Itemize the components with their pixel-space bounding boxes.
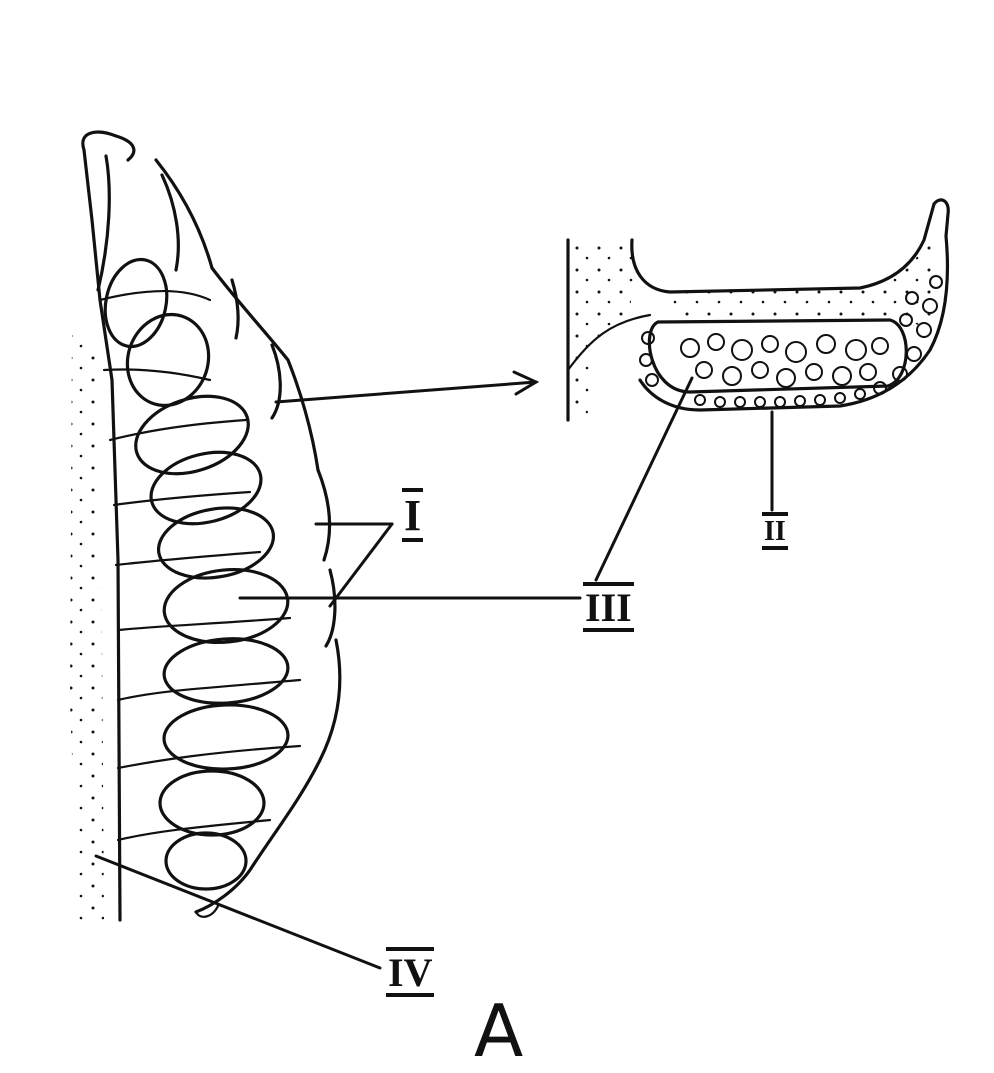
longitudinal-section bbox=[70, 130, 342, 925]
label-II: II bbox=[762, 512, 788, 550]
label-IV: IV bbox=[386, 947, 435, 997]
arrow-head bbox=[512, 370, 540, 396]
leader-lines bbox=[94, 376, 774, 970]
label-I: I bbox=[402, 488, 424, 542]
label-III: III bbox=[583, 582, 634, 632]
spores bbox=[680, 333, 889, 388]
enlarged-sporophyll bbox=[566, 198, 950, 422]
wall-cells bbox=[639, 275, 943, 408]
panel-label: A bbox=[474, 989, 524, 1073]
sporangia bbox=[103, 257, 290, 891]
enlargement-arrow bbox=[274, 380, 538, 404]
axis-tissue bbox=[70, 330, 104, 925]
